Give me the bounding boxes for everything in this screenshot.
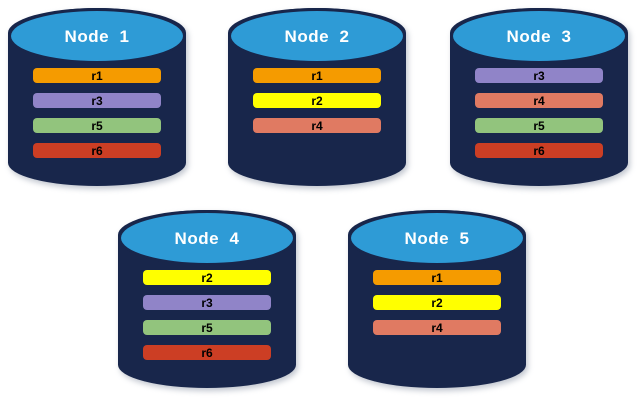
node-4-title: Node 4 (174, 229, 240, 248)
node-3-record-r5[interactable]: r5 (475, 118, 603, 133)
node-3-record-r4-label: r4 (533, 93, 545, 108)
node-1-record-list: r1 r3 r5 r6 (8, 68, 186, 158)
node-4-record-r3-label: r3 (201, 295, 213, 310)
node-1-cylinder-top: Node 1 (8, 8, 186, 64)
node-2-record-r2-label: r2 (311, 93, 323, 108)
node-2-record-r4[interactable]: r4 (253, 118, 381, 133)
node-1-record-r1-label: r1 (91, 68, 103, 83)
node-3[interactable]: Node 3 r3 r4 r5 r6 (450, 8, 628, 186)
node-5-record-list: r1 r2 r4 (348, 270, 526, 335)
node-4-cylinder-top: Node 4 (118, 210, 296, 266)
node-5[interactable]: Node 5 r1 r2 r4 (348, 210, 526, 388)
node-1-record-r5-label: r5 (91, 118, 103, 133)
node-4-record-r3[interactable]: r3 (143, 295, 271, 310)
node-5-record-r4-label: r4 (431, 320, 443, 335)
node-5-record-r1[interactable]: r1 (373, 270, 501, 285)
node-2[interactable]: Node 2 r1 r2 r4 (228, 8, 406, 186)
node-4-record-r2[interactable]: r2 (143, 270, 271, 285)
node-1[interactable]: Node 1 r1 r3 r5 r6 (8, 8, 186, 186)
node-3-title: Node 3 (506, 27, 572, 46)
node-5-record-r2[interactable]: r2 (373, 295, 501, 310)
node-4-record-list: r2 r3 r5 r6 (118, 270, 296, 360)
node-3-record-r5-label: r5 (533, 118, 545, 133)
node-2-record-r1[interactable]: r1 (253, 68, 381, 83)
node-1-record-r3[interactable]: r3 (33, 93, 161, 108)
node-5-record-r4[interactable]: r4 (373, 320, 501, 335)
node-2-cylinder-top: Node 2 (228, 8, 406, 64)
node-1-record-r5[interactable]: r5 (33, 118, 161, 133)
node-1-record-r3-label: r3 (91, 93, 103, 108)
node-4-record-r5-label: r5 (201, 320, 213, 335)
node-1-record-r1[interactable]: r1 (33, 68, 161, 83)
node-2-title: Node 2 (284, 27, 350, 46)
node-4-record-r6[interactable]: r6 (143, 345, 271, 360)
node-4-record-r2-label: r2 (201, 270, 213, 285)
node-4[interactable]: Node 4 r2 r3 r5 r6 (118, 210, 296, 388)
node-5-cylinder-top: Node 5 (348, 210, 526, 266)
node-3-cylinder-top: Node 3 (450, 8, 628, 64)
node-3-record-list: r3 r4 r5 r6 (450, 68, 628, 158)
node-1-record-r6[interactable]: r6 (33, 143, 161, 158)
node-2-record-r2[interactable]: r2 (253, 93, 381, 108)
node-4-record-r5[interactable]: r5 (143, 320, 271, 335)
node-5-record-r2-label: r2 (431, 295, 443, 310)
node-2-record-r1-label: r1 (311, 68, 323, 83)
node-4-record-r6-label: r6 (201, 345, 213, 360)
node-3-record-r6[interactable]: r6 (475, 143, 603, 158)
node-1-title: Node 1 (64, 27, 130, 46)
node-2-record-list: r1 r2 r4 (228, 68, 406, 133)
node-3-record-r4[interactable]: r4 (475, 93, 603, 108)
node-3-record-r3-label: r3 (533, 68, 545, 83)
node-5-title: Node 5 (404, 229, 470, 248)
node-2-record-r4-label: r4 (311, 118, 323, 133)
node-1-record-r6-label: r6 (91, 143, 103, 158)
node-5-record-r1-label: r1 (431, 270, 443, 285)
node-3-record-r3[interactable]: r3 (475, 68, 603, 83)
node-3-record-r6-label: r6 (533, 143, 545, 158)
